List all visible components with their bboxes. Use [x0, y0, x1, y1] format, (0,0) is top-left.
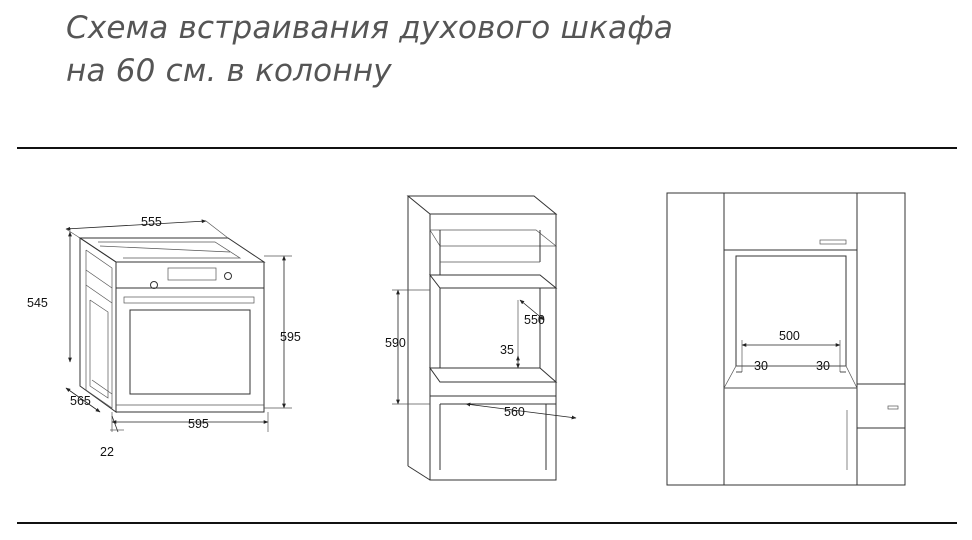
oven-depth-side-label: 545 [27, 296, 48, 310]
kitchen-front-view-drawing [666, 192, 906, 486]
oven-depth-bottom-label: 565 [70, 394, 91, 408]
oven-width-bottom-label: 595 [188, 417, 209, 431]
column-gap-label: 35 [500, 343, 514, 357]
oven-perspective-drawing [65, 219, 292, 433]
front-right-gap-label: 30 [816, 359, 830, 373]
oven-height-label: 595 [280, 330, 301, 344]
column-perspective-drawing [392, 195, 577, 481]
column-niche-height-label: 590 [385, 336, 406, 350]
diagram-title-line-1: Схема встраивания духового шкафа [66, 10, 674, 46]
top-divider [17, 147, 957, 149]
diagram-title-line-2: на 60 см. в колонну [66, 53, 392, 89]
oven-width-top-label: 555 [141, 215, 162, 229]
oven-front-panel-label: 22 [100, 445, 114, 459]
column-niche-depth-label: 550 [524, 313, 545, 327]
bottom-divider [17, 522, 957, 524]
front-opening-width-label: 500 [779, 329, 800, 343]
column-niche-width-label: 560 [504, 405, 525, 419]
front-left-gap-label: 30 [754, 359, 768, 373]
